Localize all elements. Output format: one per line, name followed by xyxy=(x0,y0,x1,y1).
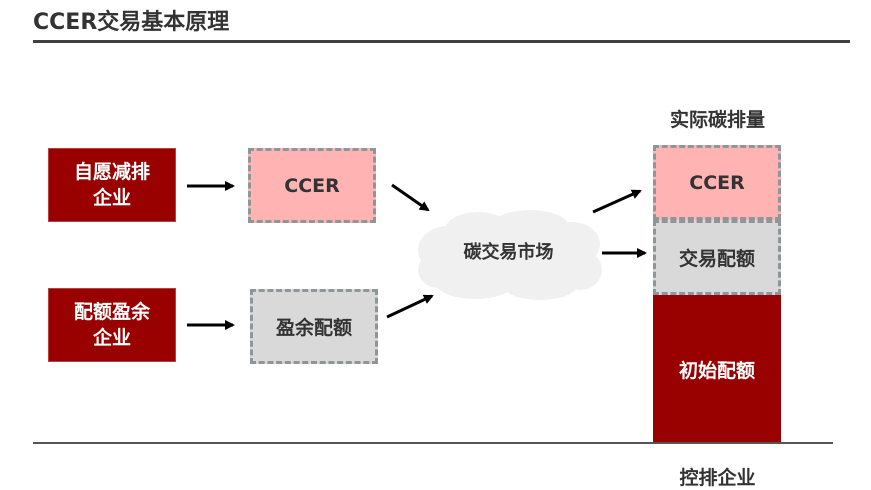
arrow-surplus-quota-to-market xyxy=(386,294,434,319)
controlled-enterprise-footer: 控排企业 xyxy=(679,467,756,489)
surplus-box-line2: 企业 xyxy=(92,327,131,349)
surplus-quota-box-label: 盈余配额 xyxy=(275,317,352,339)
voluntary-box-line2: 企业 xyxy=(92,187,131,209)
carbon-market-cloud xyxy=(418,210,602,300)
arrow-market-to-ccer-segment xyxy=(592,189,642,214)
stack-trade-quota-label: 交易配额 xyxy=(678,248,755,270)
page-title: CCER交易基本原理 xyxy=(33,10,230,35)
surplus-box-line1: 配额盈余 xyxy=(73,301,150,323)
stack-segment-ccer: CCER xyxy=(653,145,781,220)
voluntary-box-line1: 自愿减排 xyxy=(73,161,150,183)
stack-ccer-label: CCER xyxy=(689,171,745,194)
surplus-quota-box: 盈余配额 xyxy=(250,289,378,364)
arrow-ccer-to-market xyxy=(391,183,430,212)
title-underline xyxy=(33,40,850,43)
baseline-rule xyxy=(33,442,833,444)
stack-segment-initial-quota: 初始配额 xyxy=(653,295,781,444)
ccer-box: CCER xyxy=(248,148,376,223)
stack-segment-trade-quota: 交易配额 xyxy=(653,220,781,295)
ccer-box-label: CCER xyxy=(284,174,340,197)
voluntary-reduction-enterprise-box: 自愿减排 企业 xyxy=(48,148,176,222)
actual-emissions-header: 实际碳排量 xyxy=(669,109,765,131)
surplus-quota-enterprise-box: 配额盈余 企业 xyxy=(48,288,176,362)
stack-initial-quota-label: 初始配额 xyxy=(678,360,755,382)
carbon-market-label: 碳交易市场 xyxy=(463,242,554,263)
